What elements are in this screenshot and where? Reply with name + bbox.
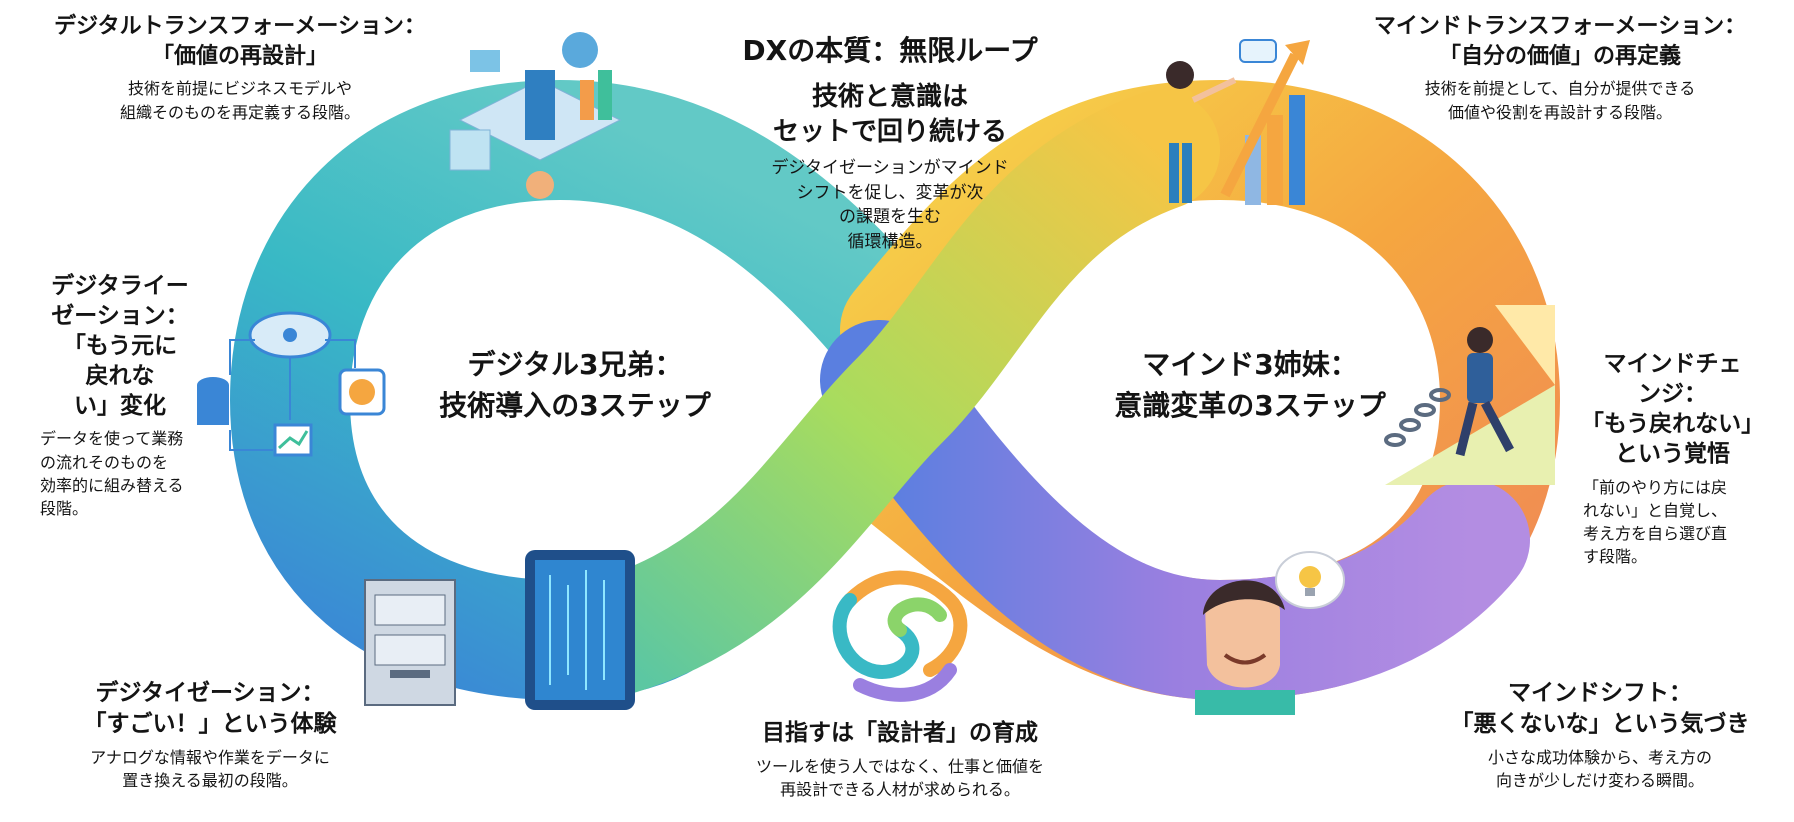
breaking-chains-person-icon <box>1384 305 1555 485</box>
desc-line: デジタイゼーションがマインド <box>771 157 1009 178</box>
bottom-center-block: 目指すは「設計者」の育成 ツールを使う人ではなく、仕事と価値を 再設計できる人材… <box>700 718 1100 801</box>
infinity-knot-icon <box>832 570 968 702</box>
dx-transformation-desc: 技術を前提にビジネスモデルや 組織そのものを再定義する段階。 <box>30 77 450 123</box>
mind-change-title: マインドチェ ンジ： 「もう戻れない」 という覚悟 <box>1565 350 1780 470</box>
desc-line: 小さな成功体験から、考え方の <box>1487 748 1712 768</box>
mind-change-block: マインドチェ ンジ： 「もう戻れない」 という覚悟 「前のやり方には戻 れない」… <box>1565 350 1780 568</box>
digitization-block: デジタイゼーション： 「すごい！」という体験 アナログな情報や作業をデータに 置… <box>30 678 390 792</box>
network-platform-icon <box>449 32 622 199</box>
desc-line: 技術を前提にビジネスモデルや <box>127 79 352 99</box>
desc-line: 向きが少しだけ変わる瞬間。 <box>1495 771 1704 791</box>
label-line: 技術導入の3ステップ <box>439 388 711 422</box>
digital-center-label: デジタル3兄弟： 技術導入の3ステップ <box>410 345 740 426</box>
digital-tablet-icon <box>525 550 635 710</box>
title-line: という覚悟 <box>1615 440 1730 467</box>
desc-line: 考え方を自ら選び直 <box>1583 523 1728 543</box>
desc-line: 価値や役割を再設計する段階。 <box>1447 102 1672 122</box>
desc-line: 置き換える最初の段階。 <box>122 771 298 791</box>
title-line: 戻れな <box>85 362 155 389</box>
title-line: マインドトランスフォーメーション： <box>1373 14 1747 39</box>
title-line: い」変化 <box>74 392 166 419</box>
center-top-subtitle: 技術と意識は セットで回り続ける <box>700 80 1080 150</box>
digitization-title: デジタイゼーション： 「すごい！」という体験 <box>30 678 390 740</box>
subtitle-line: セットで回り続ける <box>772 116 1007 147</box>
desc-line: 段階。 <box>40 499 89 519</box>
desc-line: 技術を前提として、自分が提供できる <box>1424 79 1696 99</box>
growth-chart-person-icon <box>1166 39 1310 205</box>
desc-line: アナログな情報や作業をデータに <box>90 748 330 768</box>
title-line: デジタイゼーション： <box>95 680 325 706</box>
desc-line: データを使って業務 <box>40 429 184 449</box>
desc-line: の課題を生む <box>839 207 941 228</box>
center-top-block: DXの本質：無限ループ 技術と意識は セットで回り続ける デジタイゼーションがマ… <box>700 32 1080 255</box>
title-line: マインドシフト： <box>1508 680 1692 706</box>
center-top-desc: デジタイゼーションがマインド シフトを促し、変革が次 の課題を生む 循環構造。 <box>700 156 1080 255</box>
title-line: 「もう戻れない」 <box>1580 410 1765 437</box>
digitalization-desc: データを使って業務 の流れそのものを 効率的に組み替える 段階。 <box>20 427 220 520</box>
mind-transformation-title: マインドトランスフォーメーション： 「自分の価値」の再定義 <box>1340 12 1780 71</box>
mind-center-label: マインド3姉妹： 意識変革の3ステップ <box>1085 345 1415 426</box>
desc-line: ツールを使う人ではなく、仕事と価値を <box>755 757 1044 777</box>
mind-shift-title: マインドシフト： 「悪くないな」という気づき <box>1420 678 1780 740</box>
desc-line: 「前のやり方には戻 <box>1583 477 1728 497</box>
digitalization-title: デジタライー ゼーション： 「もう元に 戻れな い」変化 <box>20 272 220 421</box>
mind-shift-block: マインドシフト： 「悪くないな」という気づき 小さな成功体験から、考え方の 向き… <box>1420 678 1780 792</box>
title-line: デジタライー <box>51 273 189 299</box>
center-top-title: DXの本質：無限ループ <box>742 34 1038 67</box>
title-line: 「悪くないな」という気づき <box>1450 711 1750 738</box>
mind-transformation-block: マインドトランスフォーメーション： 「自分の価値」の再定義 技術を前提として、自… <box>1340 12 1780 124</box>
desc-line: シフトを促し、変革が次 <box>796 182 984 203</box>
title-line: ゼーション： <box>51 302 189 329</box>
dx-transformation-title: デジタルトランスフォーメーション： 「価値の再設計」 <box>30 12 450 71</box>
desc-line: 再設計できる人材が求められる。 <box>780 780 1020 800</box>
bottom-center-desc: ツールを使う人ではなく、仕事と価値を 再設計できる人材が求められる。 <box>700 755 1100 801</box>
dx-transformation-block: デジタルトランスフォーメーション： 「価値の再設計」 技術を前提にビジネスモデル… <box>30 12 450 124</box>
smiling-man-lightbulb-icon <box>1195 551 1345 715</box>
mind-transformation-desc: 技術を前提として、自分が提供できる 価値や役割を再設計する段階。 <box>1340 77 1780 123</box>
loop-purple-lower <box>820 320 1530 701</box>
desc-line: の流れそのものを <box>40 452 169 472</box>
mind-shift-desc: 小さな成功体験から、考え方の 向きが少しだけ変わる瞬間。 <box>1420 746 1780 792</box>
mind-change-desc: 「前のやり方には戻 れない」と自覚し、 考え方を自ら選び直 す段階。 <box>1565 476 1780 569</box>
desc-line: れない」と自覚し、 <box>1583 500 1728 520</box>
desc-line: 効率的に組み替える <box>40 475 184 495</box>
label-line: デジタル3兄弟： <box>467 348 683 381</box>
title-line: デジタルトランスフォーメーション： <box>54 14 426 39</box>
label-line: マインド3姉妹： <box>1142 348 1358 381</box>
digitalization-block: デジタライー ゼーション： 「もう元に 戻れな い」変化 データを使って業務 の… <box>20 272 220 520</box>
subtitle-line: 技術と意識は <box>811 81 968 112</box>
title-line: 「もう元に <box>62 332 178 359</box>
desc-line: す段階。 <box>1583 547 1648 567</box>
title-line: 「自分の価値」の再定義 <box>1438 43 1681 69</box>
loop-crossover <box>540 90 1220 700</box>
title-line: 「価値の再設計」 <box>151 43 328 69</box>
title-line: 「すごい！」という体験 <box>83 711 337 738</box>
desc-line: 組織そのものを再定義する段階。 <box>119 102 360 122</box>
file-cabinet-icon <box>364 579 456 706</box>
title-line: マインドチェ <box>1603 351 1742 377</box>
desc-line: 循環構造。 <box>847 231 933 252</box>
cloud-workflow-icon <box>197 311 386 457</box>
digitization-desc: アナログな情報や作業をデータに 置き換える最初の段階。 <box>30 746 390 792</box>
label-line: 意識変革の3ステップ <box>1114 388 1386 422</box>
title-line: ンジ： <box>1638 380 1707 407</box>
bottom-center-title: 目指すは「設計者」の育成 <box>762 720 1038 746</box>
